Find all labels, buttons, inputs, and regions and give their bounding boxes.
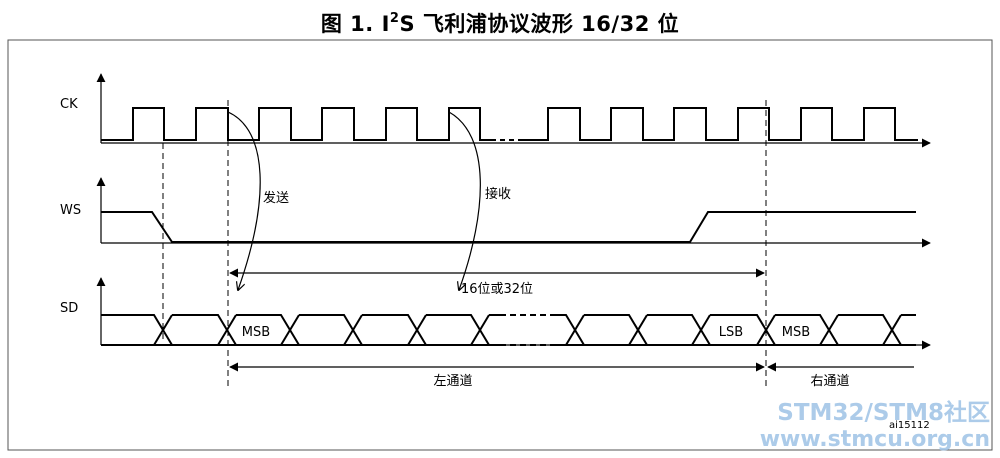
- msb-right-label: MSB: [782, 325, 810, 340]
- right-channel-label: 右通道: [810, 374, 849, 389]
- lsb-label: LSB: [719, 325, 743, 340]
- sd-waveform: [101, 314, 916, 346]
- receive-arrow: [448, 111, 481, 290]
- left-channel-label: 左通道: [433, 374, 472, 389]
- sd-gap-dashes: [500, 314, 551, 346]
- figure-title: 图 1. I2S 飞利浦协议波形 16/32 位: [320, 11, 680, 36]
- ws-waveform: [101, 211, 916, 243]
- ck-waveform-right: [520, 107, 918, 141]
- watermark-line1: STM32/STM8社区: [777, 399, 990, 426]
- ck-label: CK: [60, 97, 78, 112]
- ws-label: WS: [60, 203, 81, 218]
- msb-left-label: MSB: [242, 325, 270, 340]
- ck-waveform-left: [101, 107, 491, 141]
- word-length-label: 16位或32位: [461, 282, 533, 297]
- watermark-line2: www.stmcu.org.cn: [760, 427, 990, 452]
- send-label: 发送: [263, 190, 289, 206]
- receive-label: 接收: [485, 186, 511, 202]
- figure-frame: [7, 39, 993, 451]
- figure-id: ai15112: [889, 420, 930, 431]
- sd-label: SD: [60, 301, 78, 316]
- send-arrow: [227, 111, 261, 290]
